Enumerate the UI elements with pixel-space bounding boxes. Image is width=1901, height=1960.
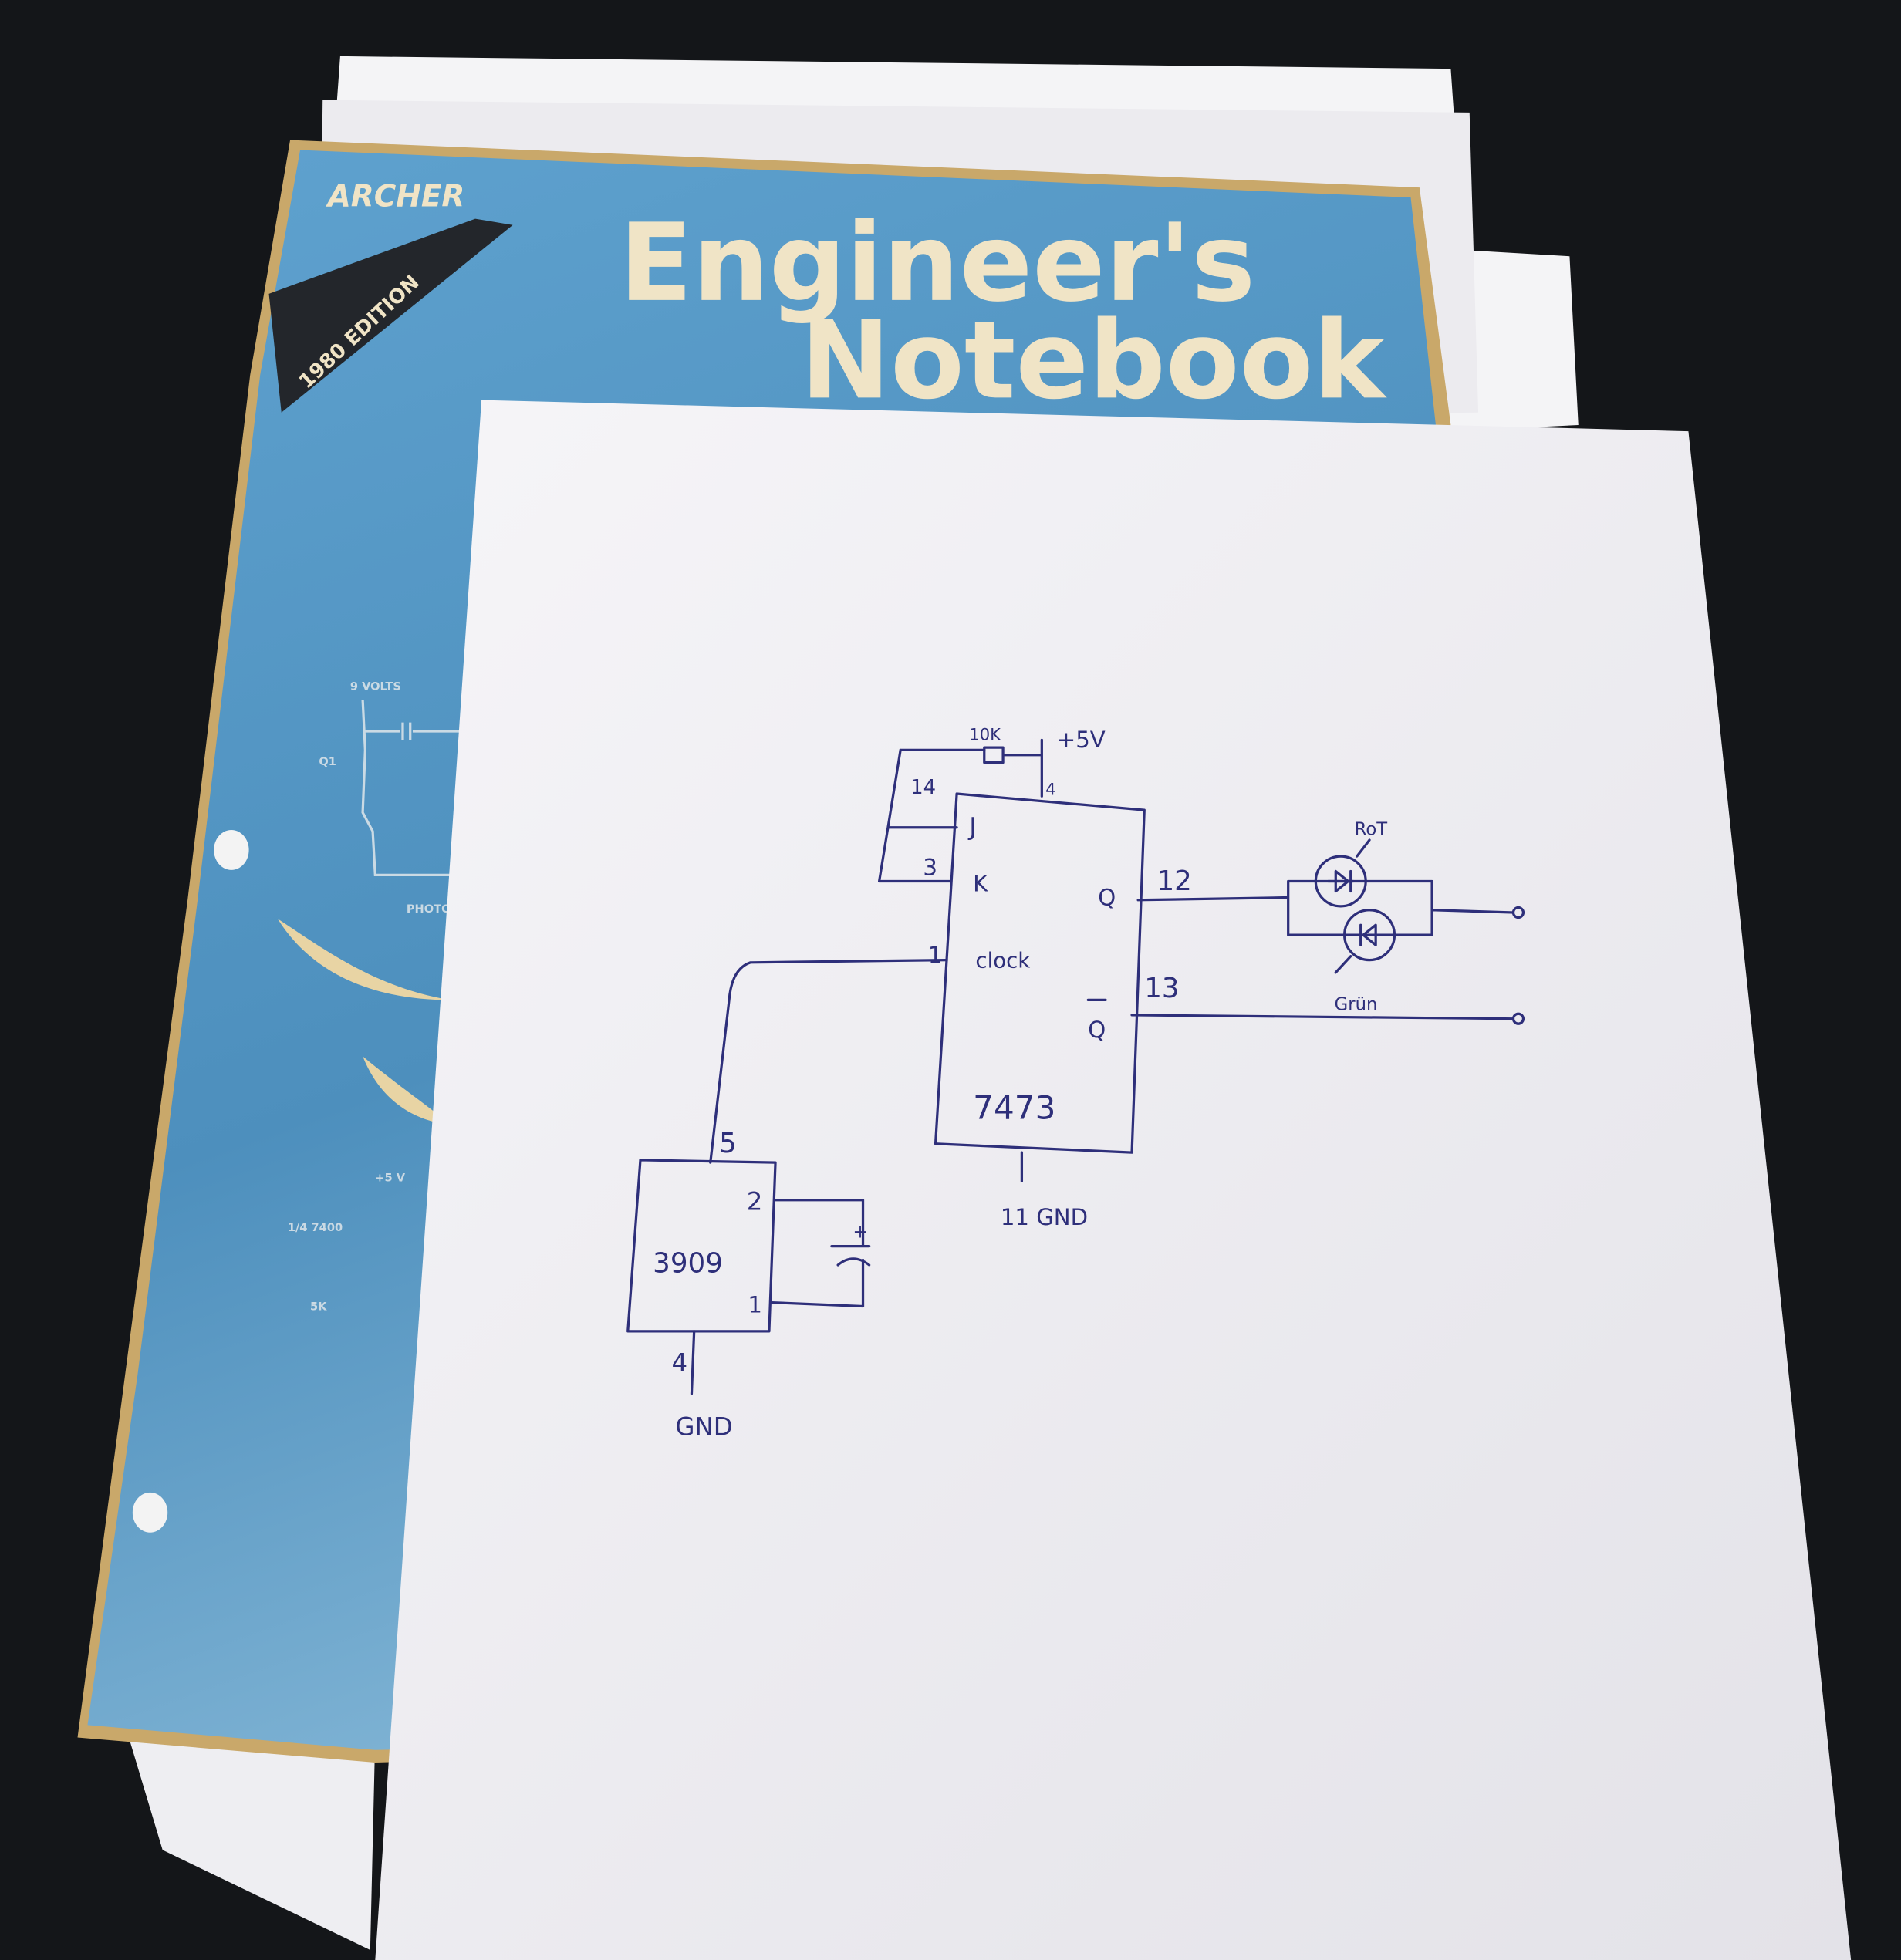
ic-3909-label: 3909 [653, 1248, 723, 1280]
red-led-label: RoT [1355, 820, 1388, 840]
diode-icon [1334, 923, 1383, 974]
brand-logo: ARCHER [326, 179, 465, 214]
book-title-line1: Engineer's [619, 201, 1255, 326]
pin-11-gnd-label: 11 GND [1001, 1204, 1088, 1230]
edition-band [268, 218, 513, 413]
cover-label-gate: 1/4 7400 [288, 1221, 343, 1234]
green-led-label: Grün [1335, 994, 1378, 1014]
pin-j-label: J [967, 812, 977, 842]
pin-13-label: 13 [1144, 973, 1179, 1004]
resistor-symbol [983, 746, 1005, 764]
cover-label-resistor: 5K [310, 1300, 327, 1313]
pin-5-label: 5 [719, 1128, 737, 1159]
ic-7473-box [934, 792, 1146, 1154]
pin-q-label: Q [1098, 884, 1116, 910]
schematic-sheet [375, 400, 1852, 1960]
pin-3-label: 3 [923, 854, 937, 880]
output-wires [1130, 879, 1515, 1020]
output-terminal [1511, 1012, 1525, 1025]
cover-label-photo: PHOTO [407, 902, 451, 916]
timer-pin-4-label: 4 [672, 1348, 688, 1378]
jk-pullup-wires [877, 738, 1043, 883]
ic-7473-label: 7473 [973, 1088, 1055, 1126]
cover-label-supply: +5 V [375, 1171, 405, 1184]
pin-qbar-label: Q [1088, 1017, 1106, 1043]
clock-wire [709, 958, 948, 1164]
book-title-line2: Notebook [800, 298, 1387, 423]
pin-4-label: 4 [1045, 780, 1055, 799]
supply-label: +5V [1057, 727, 1106, 753]
pin-12-label: 12 [1156, 865, 1191, 897]
capacitor-plus-label: + [853, 1222, 868, 1242]
diode-icon [1326, 838, 1371, 893]
timer-pin-2-label: 2 [747, 1187, 763, 1216]
cover-artwork [277, 919, 451, 1125]
cover-label-volts: 9 VOLTS [350, 680, 401, 693]
cover-label-q1: Q1 [319, 755, 336, 768]
punch-hole [214, 830, 249, 870]
timer-pin-1-label: 1 [748, 1292, 762, 1318]
red-led-symbol [1314, 855, 1367, 908]
punch-hole [132, 1492, 168, 1533]
ground-wires [690, 1151, 1024, 1395]
timer-gnd-label: GND [675, 1412, 732, 1441]
ic-3909-box [626, 1159, 777, 1333]
pin-k-label: K [973, 870, 988, 896]
pin-clock-label: clock [975, 948, 1030, 973]
pin-14-label: 14 [910, 776, 936, 799]
green-led-symbol [1343, 909, 1396, 962]
cover-circuit-drawing [361, 700, 475, 876]
output-terminal [1511, 906, 1525, 919]
capacitor-circuit [770, 1199, 871, 1308]
handwritten-schematic: 10K +5V 4 14 3 1 J K clock Q Q 12 13 747… [626, 724, 1525, 1441]
resistor-label: 10K [969, 724, 1001, 744]
pin-1-label: 1 [928, 942, 943, 968]
